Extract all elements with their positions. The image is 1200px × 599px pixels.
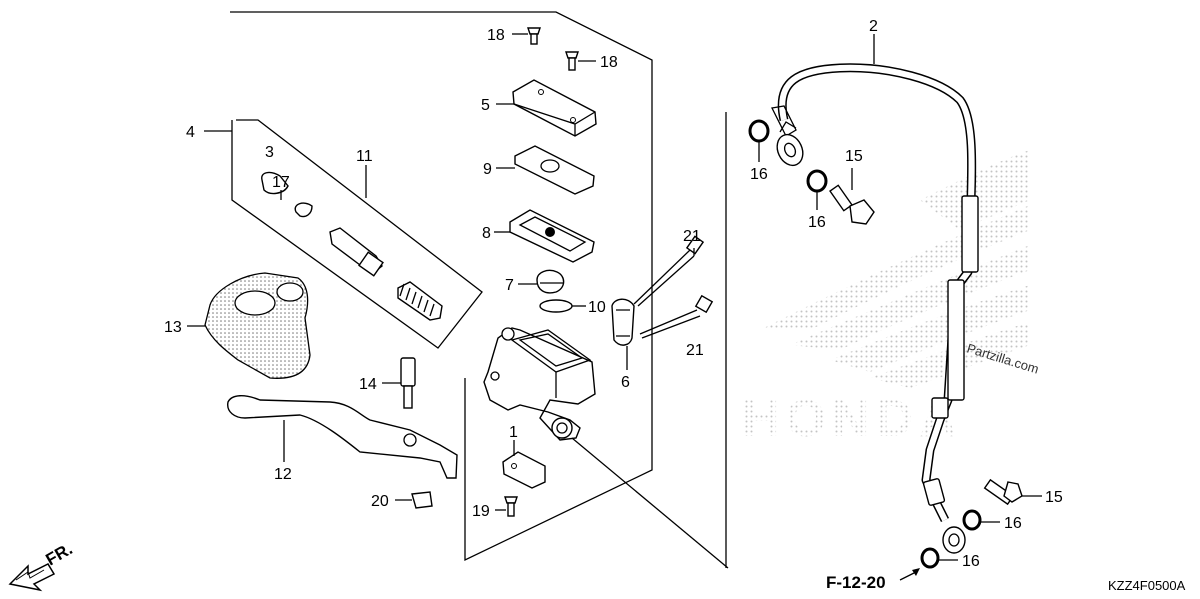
svg-text:HONDA: HONDA: [742, 390, 963, 448]
subassembly-4-boundary: [231, 119, 483, 349]
brake-hose: [771, 63, 979, 523]
lever-nut: [411, 491, 433, 509]
banjo-bolt-15a: [829, 184, 875, 225]
callout-12: 12: [274, 466, 292, 483]
float: [536, 269, 565, 294]
callout-15a: 15: [845, 148, 863, 165]
reference-line: [571, 437, 729, 569]
front-arrow-icon: [8, 563, 56, 592]
callout-11: 11: [356, 148, 373, 165]
callout-21b: 21: [686, 342, 704, 359]
brake-switch: [502, 451, 546, 489]
callout-19: 19: [472, 503, 490, 520]
bolt-21b: [639, 294, 714, 339]
lever-cover: [204, 272, 311, 379]
diagram-code: KZZ4F0500A: [1108, 578, 1186, 593]
reservoir-cap: [512, 79, 597, 137]
diaphragm-plate: [514, 145, 595, 195]
banjo-bolt-15b: [983, 478, 1023, 506]
bolt-21a: [633, 235, 705, 307]
callout-16b: 16: [808, 214, 826, 231]
callout-3: 3: [265, 144, 274, 161]
reference-arrow-icon: [912, 568, 920, 576]
callout-20: 20: [371, 493, 389, 510]
callout-10: 10: [588, 299, 606, 316]
brake-lever: [227, 395, 458, 479]
spring: [397, 281, 443, 321]
callout-15b: 15: [1045, 489, 1063, 506]
callout-4: 4: [186, 124, 195, 141]
holder-6: [611, 298, 635, 346]
callout-8: 8: [482, 225, 491, 242]
callout-18a: 18: [487, 27, 505, 44]
leader-reference: [899, 571, 917, 581]
screw-19: [504, 496, 518, 517]
washer-16c: [962, 509, 982, 531]
piston-kit: [329, 227, 384, 277]
callout-2: 2: [869, 18, 878, 35]
diaphragm: [509, 209, 595, 263]
washer-16d: [920, 547, 940, 569]
callout-9: 9: [483, 161, 492, 178]
callout-16a: 16: [750, 166, 768, 183]
callout-7: 7: [505, 277, 514, 294]
circlip-17: [294, 202, 313, 218]
reference-label: F-12-20: [826, 573, 886, 592]
callout-21a: 21: [683, 228, 701, 245]
callout-17: 17: [272, 174, 290, 191]
ring-10: [539, 299, 573, 313]
callout-13: 13: [164, 319, 182, 336]
screw-18b: [565, 51, 579, 71]
washer-16b: [806, 169, 828, 193]
pivot-bolt: [400, 357, 416, 409]
master-cylinder-body: [483, 327, 596, 441]
washer-16a: [748, 119, 770, 143]
callout-5: 5: [481, 97, 490, 114]
callout-14: 14: [359, 376, 377, 393]
callout-18b: 18: [600, 54, 618, 71]
master-cylinder-group-boundary: [230, 11, 653, 562]
banjo-fitting-upper: [776, 121, 804, 167]
callout-16c: 16: [1004, 515, 1022, 532]
boot-3: [261, 171, 289, 195]
callout-6: 6: [621, 374, 630, 391]
honda-logo-text: HONDA: [742, 390, 963, 448]
callout-16d: 16: [962, 553, 980, 570]
screw-18a: [527, 27, 541, 45]
banjo-fitting-lower: [942, 526, 966, 554]
callout-1: 1: [509, 424, 518, 441]
